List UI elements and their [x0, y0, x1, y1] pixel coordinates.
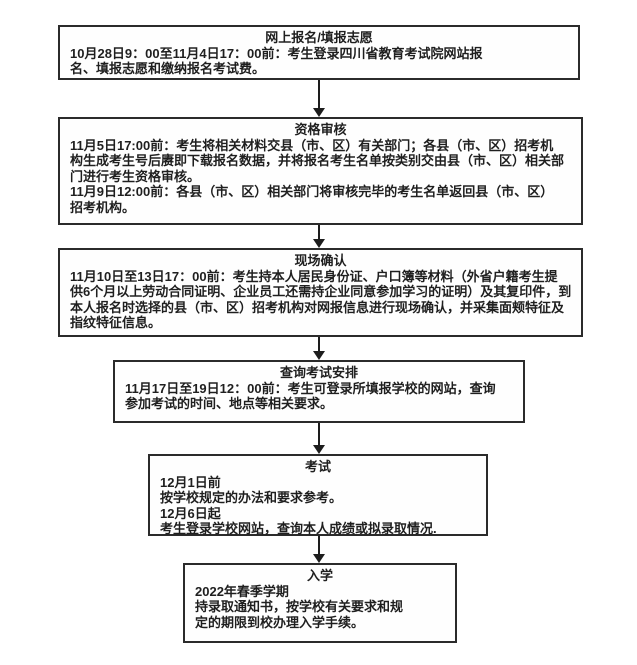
- step-body-line: 供6个月以上劳动合同证明、企业员工还需持企业同意参加学习的证明）及其复印件，到: [70, 284, 572, 299]
- step-title: 现场确认: [294, 253, 347, 268]
- step-body: 10月28日9：00至11月4日17：00前：考生登录四川省教育考试院网站报名、…: [70, 46, 568, 77]
- step-body-line: 2022年春季学期: [195, 583, 289, 599]
- step-body-line: 指纹特征信息。: [70, 315, 162, 330]
- flow-arrow-1: [312, 80, 326, 117]
- flow-step-qualification-review: 资格审核 11月5日17:00前：考生将相关材料交县（市、区）有关部门；各县（市…: [58, 117, 583, 225]
- step-title: 网上报名/填报志愿: [265, 30, 373, 45]
- step-title: 入学: [306, 568, 333, 583]
- flow-step-online-registration: 网上报名/填报志愿 10月28日9：00至11月4日17：00前：考生登录四川省…: [58, 25, 580, 80]
- flow-arrow-5: [312, 536, 326, 563]
- arrow-down-icon: [313, 554, 325, 563]
- arrow-shaft: [318, 80, 320, 108]
- flow-arrow-3: [312, 337, 326, 360]
- flow-arrow-4: [312, 423, 326, 454]
- step-body: 11月5日17:00前：考生将相关材料交县（市、区）有关部门；各县（市、区）招考…: [70, 138, 571, 216]
- step-body-line: 本人报名时选择的县（市、区）招考机构对网报信息进行现场确认，并采集面颊特征及: [70, 299, 565, 315]
- flow-arrow-2: [312, 225, 326, 248]
- step-body: 12月1日前按学校规定的办法和要求参考。12月6日起考生登录学校网站，查询本人成…: [160, 475, 476, 537]
- step-body-line: 11月5日17:00前：考生将相关材料交县（市、区）有关部门；各县（市、区）招考…: [70, 137, 554, 153]
- step-body-line: 11月17日至19日12：00前：考生可登录所填报学校的网站，查询: [125, 380, 496, 396]
- step-title: 查询考试安排: [279, 365, 358, 380]
- flow-step-exam-schedule-query: 查询考试安排 11月17日至19日12：00前：考生可登录所填报学校的网站，查询…: [113, 360, 525, 423]
- step-body-line: 构生成考生号后赓即下载报名数据，并将报名考生名单按类别交由县（市、区）相关部: [70, 153, 565, 168]
- arrow-shaft: [318, 225, 320, 239]
- step-body-line: 12月6日起: [160, 505, 221, 521]
- step-body-line: 10月28日9：00至11月4日17：00前：考生登录四川省教育考试院网站报: [70, 45, 483, 61]
- arrow-down-icon: [313, 351, 325, 360]
- step-body-line: 招考机构。: [70, 199, 136, 215]
- step-body: 2022年春季学期持录取通知书，按学校有关要求和规定的期限到校办理入学手续。: [195, 584, 445, 631]
- arrow-down-icon: [313, 108, 325, 117]
- step-body-line: 定的期限到校办理入学手续。: [195, 614, 365, 630]
- flow-step-exam: 考试 12月1日前按学校规定的办法和要求参考。12月6日起考生登录学校网站，查询…: [148, 454, 488, 536]
- step-body: 11月10日至13日17：00前：考生持本人居民身份证、户口簿等材料（外省户籍考…: [70, 269, 571, 331]
- step-body-line: 持录取通知书，按学校有关要求和规: [195, 599, 404, 614]
- step-body-line: 11月10日至13日17：00前：考生持本人居民身份证、户口簿等材料（外省户籍考…: [70, 268, 558, 284]
- arrow-down-icon: [313, 239, 325, 248]
- arrow-shaft: [318, 337, 320, 351]
- step-title: 考试: [304, 459, 331, 474]
- step-body-line: 按学校规定的办法和要求参考。: [160, 490, 343, 505]
- arrow-shaft: [318, 423, 320, 445]
- step-body: 11月17日至19日12：00前：考生可登录所填报学校的网站，查询参加考试的时间…: [125, 381, 513, 412]
- step-body-line: 12月1日前: [160, 474, 221, 490]
- flow-step-enrollment: 入学 2022年春季学期持录取通知书，按学校有关要求和规定的期限到校办理入学手续…: [183, 563, 457, 643]
- arrow-down-icon: [313, 445, 325, 454]
- step-body-line: 11月9日12:00前：各县（市、区）相关部门将审核完毕的考生名单返回县（市、区…: [70, 184, 554, 199]
- arrow-shaft: [318, 536, 320, 554]
- step-body-line: 考生登录学校网站，查询本人成绩或拟录取情况.: [160, 521, 437, 536]
- step-body-line: 名、填报志愿和缴纳报名考试费。: [70, 61, 266, 76]
- flow-step-onsite-confirmation: 现场确认 11月10日至13日17：00前：考生持本人居民身份证、户口簿等材料（…: [58, 248, 583, 337]
- step-title: 资格审核: [294, 122, 347, 137]
- step-body-line: 参加考试的时间、地点等相关要求。: [125, 396, 334, 411]
- step-body-line: 门进行考生资格审核。: [70, 168, 201, 184]
